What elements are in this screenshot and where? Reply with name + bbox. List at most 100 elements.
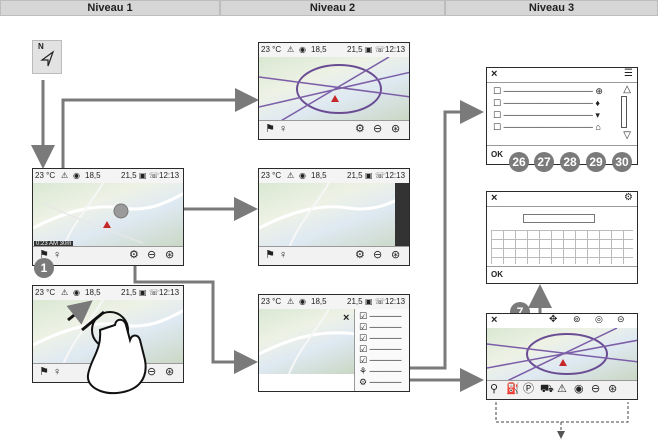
clock: 12:13	[385, 297, 406, 306]
panel-header: × ✥ ⊚ ◎ ⊝	[487, 314, 637, 329]
signal-icon: ◉	[73, 171, 80, 180]
eta-label: 0:23 AM 30m	[34, 241, 74, 247]
nav-screen-level1[interactable]: 23 °C ⚠ ◉ 18,5 21,5 ▣ ☏ 12:13 0:23 AM 30…	[32, 168, 184, 266]
menu-item-1[interactable]: ☑ ─────	[359, 311, 402, 321]
zoom-out-icon[interactable]: ⊖	[373, 123, 383, 135]
signal-icon: ◉	[73, 288, 80, 297]
map-options-panel[interactable]: × ✥ ⊚ ◎ ⊝ ⚲ ⛽ Ⓟ ⛟ ⚠ ◉ ⊖ ⊛	[486, 313, 638, 400]
clock: 12:13	[385, 45, 406, 54]
menu-item-2[interactable]: ☑ ─────	[359, 322, 402, 332]
distance-readout: 21,5	[347, 171, 363, 180]
zoom-out-icon[interactable]: ⊖	[147, 249, 157, 261]
flag-icon[interactable]: ⚑	[39, 249, 49, 261]
callout-27: 27	[534, 152, 554, 172]
map-view[interactable]: 0:23 AM 30m	[33, 182, 183, 249]
close-button[interactable]: ×	[491, 314, 498, 326]
list-options-icon[interactable]: ☰	[624, 68, 633, 79]
warning-icon[interactable]: ⚠	[557, 383, 567, 395]
header-niveau-3: Niveau 3	[445, 0, 658, 16]
person-icon[interactable]: ♀	[53, 366, 62, 378]
close-button[interactable]: ×	[491, 68, 498, 80]
compass-icon[interactable]: ⊛	[608, 383, 618, 395]
level-header: Niveau 1 Niveau 2 Niveau 3	[0, 0, 658, 17]
menu-item-5[interactable]: ☑ ─────	[359, 355, 402, 365]
map-view[interactable]	[259, 56, 409, 123]
flag-icon[interactable]: ⚑	[265, 123, 275, 135]
zoom-out-icon[interactable]: ⊖	[591, 383, 601, 395]
list-row-2[interactable]: ☐ ────────────── ♦	[493, 98, 600, 108]
compass-icon[interactable]: ⊛	[391, 249, 401, 261]
list-row-1[interactable]: ☐ ────────────── ⊕	[493, 86, 603, 96]
frequency-readout: 18,5	[85, 171, 101, 180]
clock: 12:13	[159, 288, 180, 297]
keyboard-grid[interactable]	[491, 230, 633, 264]
person-icon[interactable]: ♀	[279, 249, 288, 261]
settings-icon[interactable]: ⚙	[624, 192, 633, 203]
settings-icon[interactable]: ⚙	[355, 249, 365, 261]
north-compass-icon[interactable]: N	[32, 40, 62, 74]
target-icon[interactable]: ◉	[574, 383, 584, 395]
scroll-down-icon[interactable]: ▽	[623, 130, 631, 141]
speed-icon[interactable]: ⊚	[573, 314, 581, 324]
parking-icon[interactable]: Ⓟ	[523, 383, 534, 395]
close-button[interactable]: ×	[491, 192, 498, 204]
map-roads	[33, 182, 183, 249]
status-bar: 23 °C ⚠ ◉ 18,5 21,5 ▣ ☏ 12:13	[259, 43, 409, 58]
menu-item-6[interactable]: ⚘ ─────	[359, 366, 402, 376]
map-toolbar: ⚑ ♀ ⚙ ⊖ ⊛	[33, 246, 183, 265]
settings-icon[interactable]: ⚙	[129, 249, 139, 261]
navigation-arrow-icon	[40, 50, 55, 67]
ok-button[interactable]: OK	[491, 270, 503, 279]
stop-icon[interactable]: ⊝	[617, 314, 625, 324]
direction-icon[interactable]: ◎	[595, 314, 603, 324]
menu-item-7[interactable]: ⚙ ─────	[359, 377, 402, 387]
status-bar: 23 °C ⚠ ◉ 18,5 21,5 ▣ ☏ 12:13	[259, 169, 409, 184]
zoom-out-icon[interactable]: ⊖	[373, 249, 383, 261]
nav-screen-level2-overview[interactable]: 23 °C ⚠ ◉ 18,5 21,5 ▣ ☏ 12:13 ⚑ ♀ ⚙ ⊖ ⊛	[258, 42, 410, 140]
truck-icon[interactable]: ⛟	[540, 383, 554, 395]
compass-icon[interactable]: ⊛	[165, 366, 175, 378]
menu-item-3[interactable]: ☑ ─────	[359, 333, 402, 343]
bike-icon[interactable]: ⚲	[490, 383, 499, 395]
list-row-3[interactable]: ☐ ────────────── ▾	[493, 110, 600, 120]
warning-icon: ⚠	[287, 45, 295, 54]
zoom-out-icon[interactable]: ⊖	[147, 366, 157, 378]
phone-icon: ☏	[375, 45, 386, 54]
list-row-4[interactable]: ☐ ────────────── ⌂	[493, 122, 601, 132]
menu-item-4[interactable]: ☑ ─────	[359, 344, 402, 354]
signal-icon: ◉	[299, 171, 306, 180]
ok-button[interactable]: OK	[491, 150, 503, 159]
map-view[interactable]	[259, 308, 358, 375]
compass-icon[interactable]: ⊛	[165, 249, 175, 261]
person-icon[interactable]: ♀	[53, 249, 62, 261]
map-view[interactable]	[259, 182, 409, 249]
settings-icon[interactable]: ⚙	[355, 123, 365, 135]
scrollbar[interactable]	[621, 96, 627, 128]
temperature-readout: 23 °C	[261, 297, 282, 306]
close-icon[interactable]: ×	[343, 312, 350, 324]
search-input[interactable]	[523, 214, 595, 223]
callout-28: 28	[560, 152, 580, 172]
temperature-readout: 23 °C	[35, 288, 56, 297]
temperature-readout: 23 °C	[35, 171, 56, 180]
compass-icon[interactable]: ⊛	[391, 123, 401, 135]
flag-icon[interactable]: ⚑	[265, 249, 275, 261]
fuel-icon[interactable]: ⛽	[506, 383, 520, 395]
clock: 12:13	[385, 171, 406, 180]
keyboard-panel[interactable]: × ⚙ OK	[486, 191, 638, 284]
map-roads	[487, 327, 637, 382]
arrow-to-list-panel	[405, 100, 484, 370]
frequency-readout: 18,5	[311, 171, 327, 180]
nav-screen-level2-menu[interactable]: 23 °C ⚠ ◉ 18,5 21,5 ▣ ☏ 12:13 ☑ ───── ☑ …	[258, 294, 410, 392]
scroll-up-icon[interactable]: △	[623, 84, 631, 95]
map-toolbar: ⚑ ♀ ⚙ ⊖ ⊛	[259, 120, 409, 139]
warning-icon: ⚠	[287, 297, 295, 306]
map-view[interactable]	[487, 327, 637, 382]
poi-list-panel[interactable]: × ☰ ☐ ────────────── ⊕ ☐ ────────────── …	[486, 67, 638, 165]
callout-1: 1	[34, 258, 54, 278]
nav-screen-level2-zoom[interactable]: 23 °C ⚠ ◉ 18,5 21,5 ▣ ☏ 12:13 ⚑ ♀ ⚙ ⊖ ⊛	[258, 168, 410, 266]
person-icon[interactable]: ♀	[279, 123, 288, 135]
cross-move-icon[interactable]: ✥	[549, 314, 558, 325]
status-bar: 23 °C ⚠ ◉ 18,5 21,5 ▣ ☏ 12:13	[33, 169, 183, 184]
flag-icon[interactable]: ⚑	[39, 366, 49, 378]
